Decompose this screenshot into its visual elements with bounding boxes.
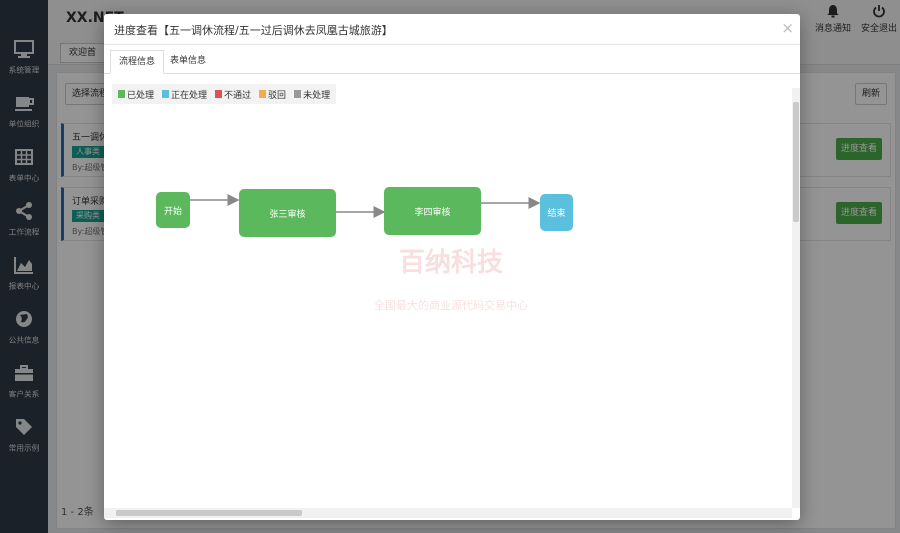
sidebar: 系统管理 单位组织 表单中心 工作流程 报表中心 公共信息 客户关系 常用示例 xyxy=(0,0,48,533)
modal-header: 进度查看【五一调休流程/五一过后调休去凤凰古城旅游】 × xyxy=(104,14,800,45)
legend-label: 不通过 xyxy=(224,90,252,101)
sidebar-item-public[interactable]: 公共信息 xyxy=(0,308,48,362)
legend-label: 已处理 xyxy=(127,90,155,101)
sidebar-item-label: 客户关系 xyxy=(8,390,40,400)
coffee-icon xyxy=(15,97,34,111)
watermark-text: 百纳科技 xyxy=(398,248,503,278)
close-icon[interactable]: × xyxy=(781,19,794,37)
progress-view-button[interactable]: 进度查看 xyxy=(836,202,882,224)
flag-icon xyxy=(118,90,125,98)
modal-tabs: 流程信息 表单信息 xyxy=(104,45,800,74)
vertical-scrollbar[interactable] xyxy=(792,88,800,508)
tags-icon xyxy=(16,419,32,435)
legend-label: 正在处理 xyxy=(171,90,208,101)
briefcase-icon xyxy=(15,365,33,381)
sidebar-item-label: 工作流程 xyxy=(8,228,40,238)
sidebar-item-label: 表单中心 xyxy=(8,174,40,184)
logout-label: 安全退出 xyxy=(860,24,897,34)
card-author: By:超级管 xyxy=(72,227,109,236)
power-icon xyxy=(873,5,885,18)
sidebar-item-label: 单位组织 xyxy=(8,120,40,130)
tab-welcome[interactable]: 欢迎首 xyxy=(60,43,106,63)
flow-node-step1[interactable]: 张三审核 xyxy=(239,189,336,237)
legend-item: 未处理 xyxy=(294,88,330,101)
legend-item: 已处理 xyxy=(118,88,154,101)
sidebar-item-examples[interactable]: 常用示例 xyxy=(0,416,48,470)
flow-node-end[interactable]: 结束 xyxy=(540,194,573,231)
status-legend: 已处理 正在处理 不通过 驳回 未处理 xyxy=(112,84,337,104)
sidebar-item-label: 系统管理 xyxy=(8,66,40,76)
monitor-icon xyxy=(14,40,34,58)
refresh-button[interactable]: 刷新 xyxy=(854,83,887,105)
watermark-logo: 百纳科技 全国最大的商业源代码交易中心 xyxy=(374,242,528,313)
scroll-thumb[interactable] xyxy=(793,102,799,222)
card-title: 五一调休 xyxy=(72,133,109,143)
share-icon xyxy=(16,202,32,220)
sidebar-item-label: 公共信息 xyxy=(8,336,40,346)
scroll-thumb[interactable] xyxy=(116,510,302,516)
notifications-label: 消息通知 xyxy=(814,24,851,34)
flag-icon xyxy=(294,90,302,98)
area-chart-icon xyxy=(14,257,33,274)
watermark-subtext: 全国最大的商业源代码交易中心 xyxy=(374,299,528,312)
grid-icon xyxy=(15,149,33,165)
tab-form-info[interactable]: 表单信息 xyxy=(170,56,207,66)
legend-item: 正在处理 xyxy=(162,88,207,101)
flow-connectors xyxy=(190,194,541,218)
progress-view-button[interactable]: 进度查看 xyxy=(836,138,882,160)
card-tag: 采购类 xyxy=(72,210,104,222)
sidebar-item-label: 常用示例 xyxy=(8,444,40,454)
card-author: By:超级管 xyxy=(72,163,109,172)
flag-icon xyxy=(162,90,170,98)
sidebar-item-system[interactable]: 系统管理 xyxy=(0,38,48,92)
pager: 1 - 2条 xyxy=(61,507,94,518)
modal-title: 进度查看【五一调休流程/五一过后调休去凤凰古城旅游】 xyxy=(114,24,393,37)
globe-icon xyxy=(16,311,32,327)
card-title: 订单采购 xyxy=(72,197,109,207)
legend-label: 驳回 xyxy=(268,90,287,101)
flow-node-step2[interactable]: 李四审核 xyxy=(384,187,481,235)
flow-canvas: 已处理 正在处理 不通过 驳回 未处理 百纳科技 全国最大的商业源代码交易中心 … xyxy=(104,74,792,508)
sidebar-item-reports[interactable]: 报表中心 xyxy=(0,254,48,308)
legend-item: 驳回 xyxy=(259,88,286,101)
progress-modal: 进度查看【五一调休流程/五一过后调休去凤凰古城旅游】 × 流程信息 表单信息 已… xyxy=(104,14,800,520)
tab-flow-info[interactable]: 流程信息 xyxy=(110,50,165,74)
sidebar-item-forms[interactable]: 表单中心 xyxy=(0,146,48,200)
legend-label: 未处理 xyxy=(303,90,331,101)
notifications-button[interactable]: 消息通知 xyxy=(810,4,856,34)
flag-icon xyxy=(215,90,223,98)
bell-icon xyxy=(827,5,839,18)
sidebar-item-workflow[interactable]: 工作流程 xyxy=(0,200,48,254)
sidebar-item-label: 报表中心 xyxy=(8,282,40,292)
horizontal-scrollbar[interactable] xyxy=(104,508,792,518)
sidebar-item-crm[interactable]: 客户关系 xyxy=(0,362,48,416)
flag-icon xyxy=(259,90,267,98)
card-tag: 人事类 xyxy=(72,146,104,158)
sidebar-item-org[interactable]: 单位组织 xyxy=(0,92,48,146)
flow-node-start[interactable]: 开始 xyxy=(156,192,190,228)
logout-button[interactable]: 安全退出 xyxy=(856,4,900,34)
legend-item: 不通过 xyxy=(215,88,251,101)
